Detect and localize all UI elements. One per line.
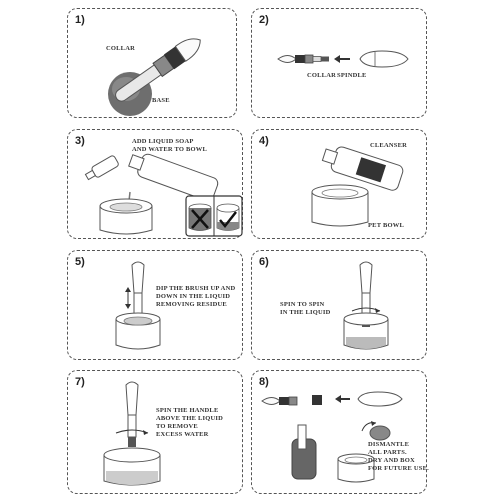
step-1-label-base: BASE: [152, 97, 170, 104]
brush-parts-illustration: [277, 50, 409, 68]
step-7-label-line2: ABOVE THE LIQUID: [156, 415, 224, 422]
step-2-label-spindle: SPINDLE: [337, 72, 367, 79]
step-6-label-line2: IN THE LIQUID: [280, 309, 331, 316]
step-3-label-line1: ADD LIQUID SOAP: [132, 138, 194, 145]
step-7-panel: 7) SPIN THE HANDLE ABOVE THE LIQUID TO R…: [67, 370, 243, 494]
step-4-panel: 4) CLEANSER PET BOWL: [251, 129, 427, 239]
step-1-number: 1): [75, 14, 85, 26]
step-5-label-line3: REMOVING RESIDUE: [156, 301, 227, 308]
step-7-label-line1: SPIN THE HANDLE: [156, 407, 219, 414]
step-8-label-line2: ALL PARTS.: [368, 449, 407, 456]
step-5-label-line1: DIP THE BRUSH UP AND: [156, 285, 236, 292]
step-8-label-line4: FOR FUTURE USE.: [368, 465, 429, 472]
step-1-panel: 1) COLLAR BASE: [67, 8, 237, 118]
step-3-panel: 3) ADD LIQUID SOAP AND WATER TO BOWL: [67, 129, 243, 239]
step-4-label-cleanser: CLEANSER: [370, 142, 407, 149]
step-4-label-pet-bowl: PET BOWL: [368, 222, 404, 229]
step-8-label-line3: DRY AND BOX: [368, 457, 415, 464]
brush-on-base-illustration: [108, 38, 201, 116]
step-2-number: 2): [259, 14, 269, 26]
step-8-label-line1: DISMANTLE: [368, 441, 410, 448]
step-8-panel: 8) DISMANTLE ALL PARTS. DRY AND BOX FOR …: [251, 370, 429, 494]
add-soap-illustration: [84, 153, 243, 237]
cleanser-bowl-illustration: [311, 146, 404, 227]
dip-brush-illustration: [115, 261, 161, 350]
step-6-number: 6): [259, 256, 269, 268]
step-7-label-line3: TO REMOVE: [156, 423, 198, 430]
step-3-number: 3): [75, 135, 85, 147]
step-7-number: 7): [75, 376, 85, 388]
step-5-label-line2: DOWN IN THE LIQUID: [156, 293, 231, 300]
spin-above-liquid-illustration: [103, 381, 161, 486]
step-2-label-collar: COLLAR: [307, 72, 337, 79]
step-8-number: 8): [259, 376, 269, 388]
step-7-label-line4: EXCESS WATER: [156, 431, 209, 438]
step-1-label-collar: COLLAR: [106, 45, 136, 52]
step-6-label-line1: SPIN TO SPIN: [280, 301, 325, 308]
step-2-panel: 2) COLLAR SPINDLE: [251, 8, 427, 118]
step-5-number: 5): [75, 256, 85, 268]
spin-in-liquid-illustration: [343, 261, 389, 350]
step-3-label-line2: AND WATER TO BOWL: [132, 146, 207, 153]
step-4-number: 4): [259, 135, 269, 147]
dismantle-parts-illustration: [261, 391, 403, 483]
step-6-panel: 6) SPIN TO SPIN IN THE LIQUID: [251, 250, 427, 360]
step-5-panel: 5) DIP THE BRUSH UP AND DOWN IN THE LIQU…: [67, 250, 243, 360]
